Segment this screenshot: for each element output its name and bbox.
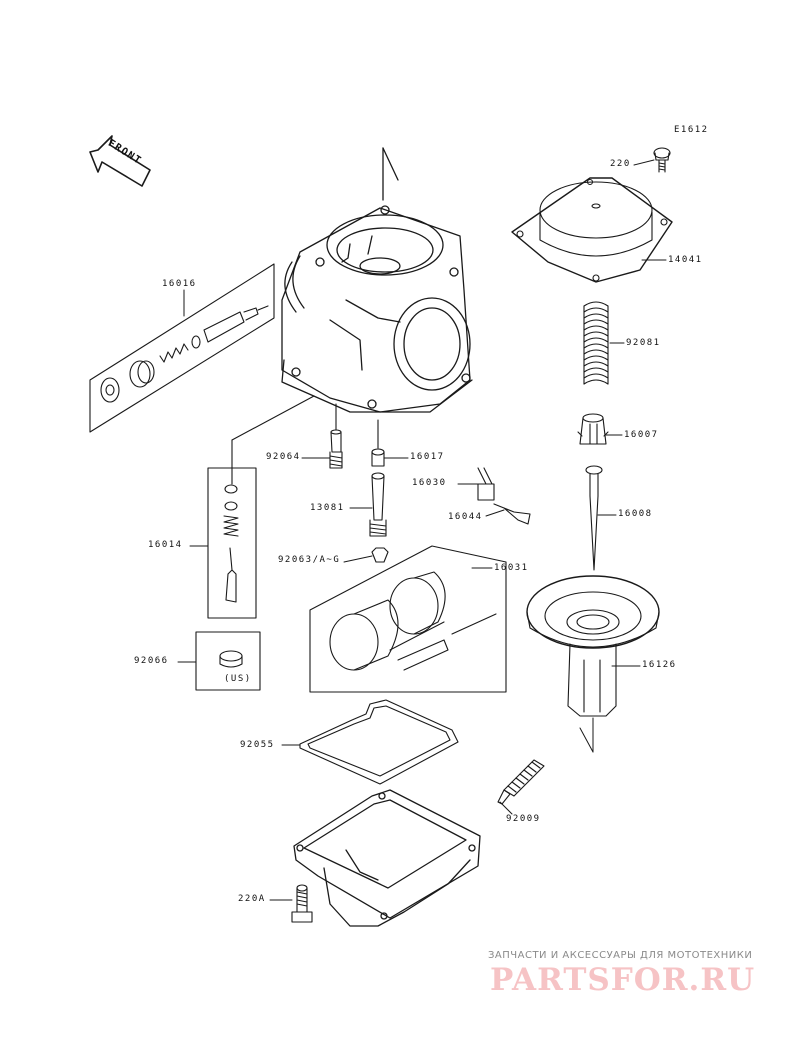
pilot-screw-16016: [89, 263, 275, 433]
needle-holder-16007: [577, 413, 609, 445]
spring-92081: [583, 301, 609, 385]
adjuster-kit-16014: [207, 395, 315, 619]
part-label-16017[interactable]: 16017: [410, 452, 445, 462]
front-arrow-icon: [89, 135, 151, 187]
vacuum-piston-16126: [526, 575, 660, 717]
part-label-16014[interactable]: 16014: [148, 540, 183, 550]
part-label-220[interactable]: 220: [610, 159, 631, 169]
part-label-14041[interactable]: 14041: [668, 255, 703, 265]
part-label-16044[interactable]: 16044: [448, 512, 483, 522]
float-bowl: [293, 789, 481, 927]
diagram-code: E1612: [674, 125, 709, 135]
part-label-92009[interactable]: 92009: [506, 814, 541, 824]
part-label-92063[interactable]: 92063/A~G: [278, 555, 341, 565]
needle-jet-13081: [369, 472, 387, 537]
watermark-logo: PARTSFOR.RU: [490, 962, 756, 998]
jet-92064: [329, 403, 343, 469]
watermark-subtitle: ЗАПЧАСТИ И АКСЕССУАРЫ ДЛЯ МОТОТЕХНИКИ: [488, 950, 753, 961]
part-label-16016[interactable]: 16016: [162, 279, 197, 289]
part-label-92055[interactable]: 92055: [240, 740, 275, 750]
float-valve-16030: [477, 467, 495, 501]
cap-92066: [195, 631, 261, 691]
us-market-note: (US): [224, 674, 252, 684]
jet-needle-16008: [585, 465, 603, 571]
part-label-13081[interactable]: 13081: [310, 503, 345, 513]
part-label-16031[interactable]: 16031: [494, 563, 529, 573]
part-label-92066[interactable]: 92066: [134, 656, 169, 666]
part-label-16007[interactable]: 16007: [624, 430, 659, 440]
leader-lines: [177, 159, 667, 901]
screw-220a: [291, 884, 313, 923]
clip-16044: [493, 503, 531, 525]
part-label-16030[interactable]: 16030: [412, 478, 447, 488]
screw-220: [653, 147, 671, 173]
carburetor-body: [281, 147, 473, 413]
top-cover-14041: [511, 177, 673, 283]
holder-16017: [371, 419, 385, 467]
part-label-220a[interactable]: 220A: [238, 894, 266, 904]
float-16031: [309, 545, 507, 693]
gasket-92055: [299, 699, 459, 785]
jet-92063: [371, 547, 389, 563]
part-label-16126[interactable]: 16126: [642, 660, 677, 670]
part-label-92081[interactable]: 92081: [626, 338, 661, 348]
part-label-16008[interactable]: 16008: [618, 509, 653, 519]
drain-screw-92009: [497, 759, 545, 805]
part-label-92064[interactable]: 92064: [266, 452, 301, 462]
